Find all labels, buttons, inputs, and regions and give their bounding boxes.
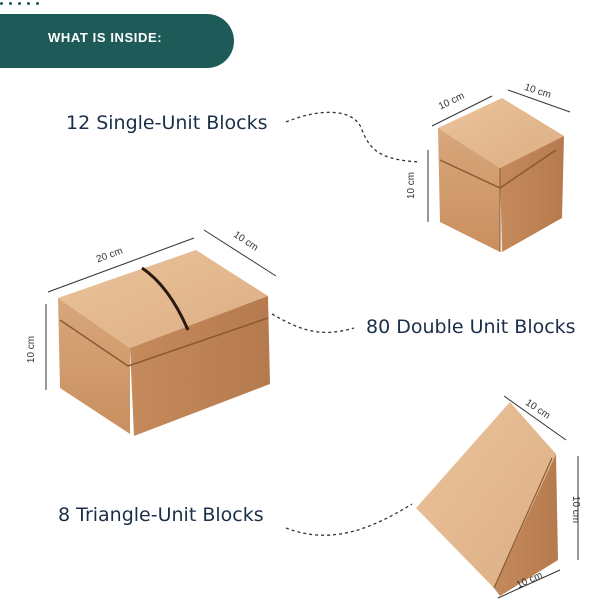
single-dim-height: 10 cm	[406, 171, 418, 200]
double-unit-block	[58, 250, 270, 436]
triangle-unit-label: 8 Triangle-Unit Blocks	[58, 504, 264, 526]
connector-single	[285, 111, 421, 163]
triangle-dim-height: 10 cm	[570, 495, 582, 524]
decorative-dots	[0, 2, 39, 5]
double-unit-label: 80 Double Unit Blocks	[366, 316, 576, 338]
banner-title: WHAT IS INSIDE:	[48, 30, 163, 45]
connector-triangle	[285, 503, 413, 536]
header-banner	[0, 14, 234, 68]
triangle-unit-block	[416, 402, 558, 596]
single-unit-label: 12 Single-Unit Blocks	[66, 112, 268, 134]
single-unit-cube	[438, 98, 564, 252]
dimension-lines	[45, 89, 579, 599]
double-dim-height: 10 cm	[26, 335, 38, 364]
connector-double	[271, 313, 355, 334]
